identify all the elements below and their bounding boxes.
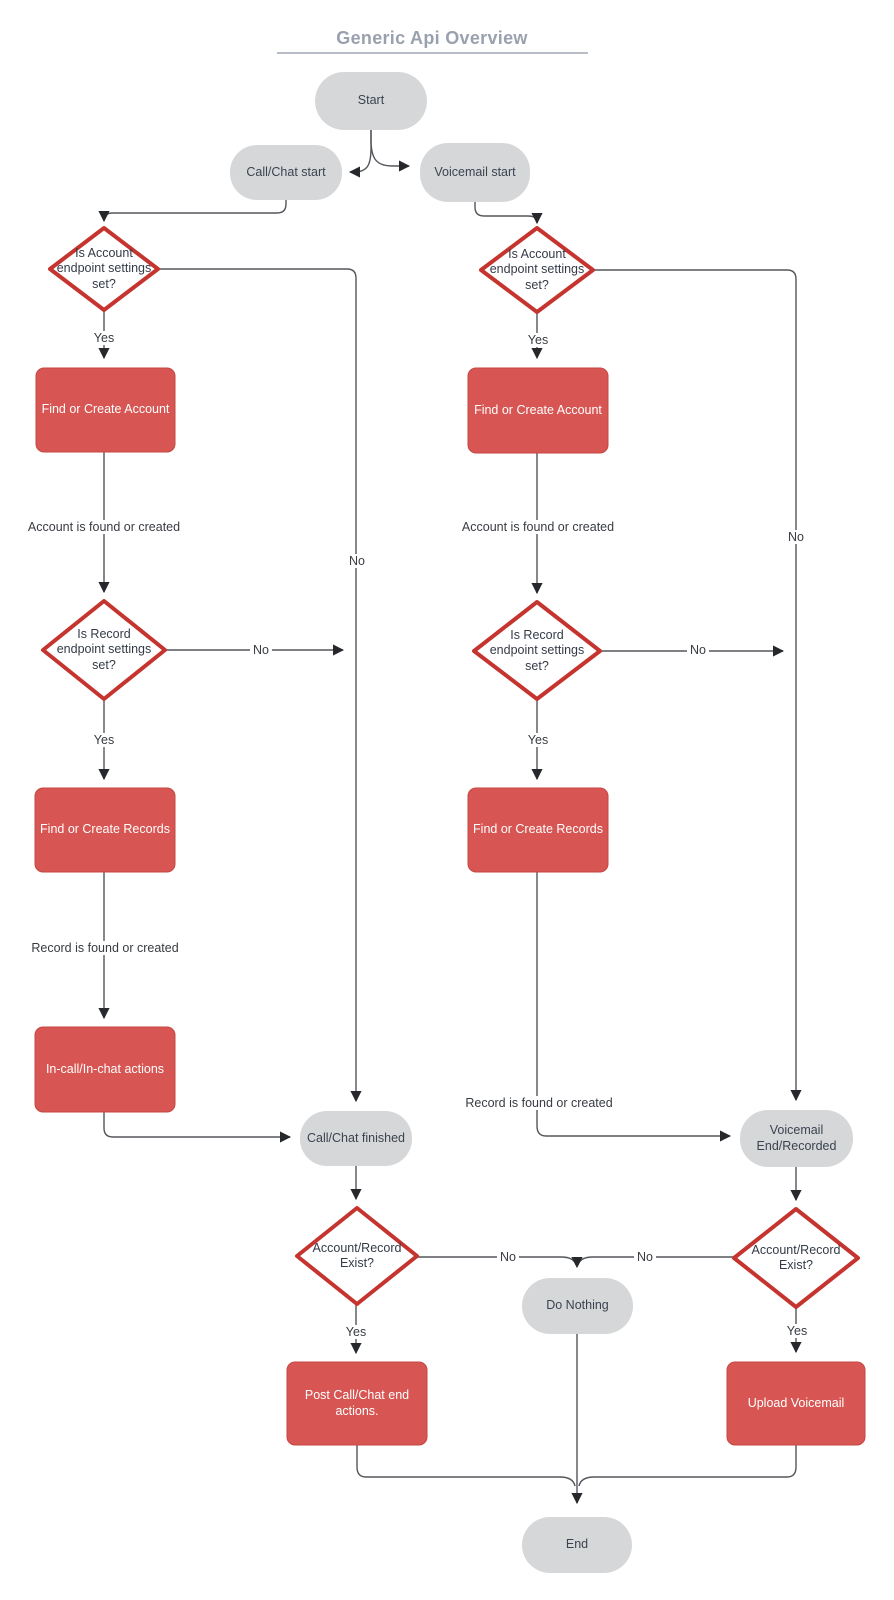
edge-isaccount-no-vm (593, 269, 802, 1102)
start-node-shape (315, 72, 427, 130)
edge-incall-to-finished (103, 1112, 292, 1143)
edge-upload-to-end (578, 1445, 797, 1487)
edge-voicemail-to-isaccount (474, 202, 543, 225)
edge-post-to-end (356, 1445, 576, 1487)
callchat-start-node-shape (230, 145, 342, 200)
callchat-finished-node-shape (300, 1111, 412, 1166)
voicemail-start-node-shape (420, 143, 530, 202)
account-record-exist-call-shape (295, 1206, 419, 1306)
edge-callchat-to-isaccount (98, 200, 287, 223)
end-node-shape (522, 1517, 632, 1573)
edge-start-to-callchat (348, 130, 372, 178)
account-record-exist-vm-shape (732, 1207, 860, 1309)
edge-isaccount-no-call (158, 268, 362, 1103)
edge-start-to-voicemail (370, 130, 411, 172)
is-record-set-vm-shape (472, 600, 602, 701)
in-call-actions-shape (34, 1026, 176, 1113)
is-account-set-call-shape (48, 226, 160, 312)
voicemail-end-node-shape (740, 1110, 853, 1167)
terminator-shapes (230, 72, 853, 1573)
find-create-records-call-shape (34, 787, 176, 873)
edge-exist-no-call (417, 1256, 577, 1266)
do-nothing-node-shape (522, 1278, 633, 1334)
find-create-account-call-shape (35, 367, 176, 453)
edges (98, 130, 802, 1505)
edge-exist-no-vm (577, 1256, 734, 1266)
process-shapes (34, 367, 866, 1446)
decision-shapes (41, 226, 860, 1309)
is-record-set-call-shape (41, 599, 167, 701)
post-call-actions-shape (286, 1361, 428, 1446)
edge-records-to-vmend (536, 872, 732, 1142)
find-create-records-vm-shape (467, 787, 609, 873)
is-account-set-vm-shape (479, 226, 595, 314)
find-create-account-vm-shape (467, 367, 609, 454)
upload-voicemail-shape (726, 1361, 866, 1446)
